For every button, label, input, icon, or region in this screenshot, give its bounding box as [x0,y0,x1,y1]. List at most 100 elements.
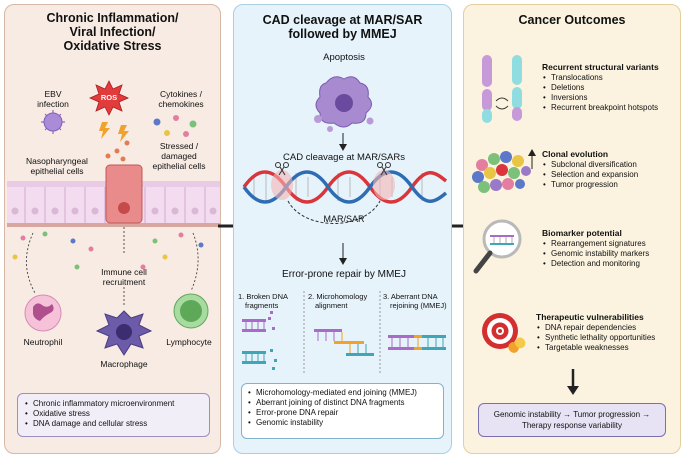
ebv-label: EBV infection [29,89,77,109]
biomarker-section: Biomarker potential Rearrangement signat… [542,228,680,269]
panel-cancer-outcomes: Cancer Outcomes [463,4,681,454]
biomarker-item: Genomic instability markers [542,249,680,259]
panel2-title-line1: CAD cleavage at MAR/SAR [262,13,423,27]
neutrophil-cell [24,294,62,332]
stressed-cells-label: Stressed / damaged epithelial cells [143,141,215,171]
panel2-summary-box: Microhomology-mediated end joining (MMEJ… [241,383,444,439]
sv-title: Recurrent structural variants [542,62,659,72]
immune-label-line2: recruitment [102,277,146,287]
sv-item: Inversions [542,93,680,103]
magnifying-glass-icon [473,219,522,274]
therapy-section: Therapeutic vulnerabilities DNA repair d… [536,312,680,353]
ros-label: ROS [100,93,118,102]
step2-label: 2. Microhomology alignment [308,292,380,310]
panel-inflammation: Chronic Inflammation/ Viral Infection/ O… [4,4,221,454]
step3-label-line1: 3. Aberrant DNA [383,292,438,301]
epithelial-label-line2: epithelial cells [30,166,84,176]
ros-particles [105,140,130,162]
clonal-item: Selection and expansion [542,170,680,180]
step2-label-line2: alignment [315,301,348,310]
step1-label-line2: fragments [245,301,279,310]
marsar-loop [287,200,381,224]
target-icon [482,313,518,349]
scissors-icon [377,162,391,176]
recruitment-arrows [25,227,199,307]
damaged-epithelial-cell [105,164,143,224]
panel1-title-line2: Viral Infection/ [69,25,156,39]
panel1-summary-box: Chronic inflammatory microenvironment Ox… [17,393,210,437]
panel1-bullet: DNA damage and cellular stress [24,419,203,429]
sv-item: Recurrent breakpoint hotspots [542,103,680,113]
panel1-title-line3: Oxidative Stress [63,39,162,53]
panel1-title: Chronic Inflammation/ Viral Infection/ O… [5,11,220,53]
neutrophil-label: Neutrophil [23,337,63,347]
scissors-icon [275,162,289,176]
lightning-icon [99,122,129,142]
summary-line2: Therapy response variability [521,421,623,430]
mmej-repair-title: Error-prone repair by MMEJ [282,269,406,280]
immune-label-line1: Immune cell [101,267,147,277]
ebv-virus-icon [41,110,65,134]
panel1-illustration [7,80,220,356]
step1-label-line1: 1. Broken DNA [238,292,289,301]
chromosome-translocation-icon [482,55,522,123]
step3-label: 3. Aberrant DNA rejoining (MMEJ) [383,292,453,310]
cytokines-label: Cytokines / chemokines [145,89,217,109]
panel2-title: CAD cleavage at MAR/SAR followed by MMEJ [234,13,451,41]
epithelial-label: Nasopharyngeal epithelial cells [9,156,105,176]
step2-label-line1: 2. Microhomology [308,292,368,301]
panel2-bullet: Genomic instability [247,418,438,428]
ebv-label-line1: EBV [44,89,62,99]
panel2-bullet: Error-prone DNA repair [247,408,438,418]
panel2-bullet: Aberrant joining of distinct DNA fragmen… [247,398,438,408]
microhomology-alignment [314,329,374,356]
biomarker-title: Biomarker potential [542,228,622,238]
panel-cad-cleavage: CAD cleavage at MAR/SAR followed by MMEJ [233,4,452,454]
broken-dna-fragments [242,311,277,370]
step3-label-line2: rejoining (MMEJ) [390,301,447,310]
tissue-particles [12,231,204,270]
pill-icon [508,337,526,353]
lymphocyte-cell [173,293,209,329]
therapy-item: Synthetic lethality opportunities [536,333,680,343]
macrophage-label: Macrophage [100,359,148,369]
immune-recruitment-label: Immune cell recruitment [89,267,159,287]
clonal-item: Subclonal diversification [542,160,680,170]
sv-item: Deletions [542,83,680,93]
cytokine-particles [153,115,197,137]
apoptotic-cell-icon [314,76,374,132]
stressed-label-line3: epithelial cells [152,161,206,171]
panel2-bullet: Microhomology-mediated end joining (MMEJ… [247,388,438,398]
panel3-illustration [472,55,579,395]
cytokines-label-line2: chemokines [158,99,204,109]
marsar-label: MAR/SAR [323,214,365,224]
macrophage-cell [95,310,153,356]
dna-double-helix [242,170,448,204]
ebv-label-line2: infection [37,99,69,109]
panel2-title-line2: followed by MMEJ [288,27,397,41]
lymphocyte-label: Lymphocyte [166,337,212,347]
panel3-title: Cancer Outcomes [518,13,626,27]
outcome-summary-box: Genomic instability → Tumor progression … [478,403,666,437]
panel1-title-line1: Chronic Inflammation/ [46,11,179,25]
therapy-title: Therapeutic vulnerabilities [536,312,644,322]
stressed-label-line2: damaged [161,151,197,161]
therapy-item: Targetable weaknesses [536,343,680,353]
ros-starburst-icon [89,80,129,116]
clonal-item: Tumor progression [542,180,680,190]
step1-label: 1. Broken DNA fragments [238,292,304,310]
apoptosis-label: Apoptosis [323,52,365,63]
epithelial-label-line1: Nasopharyngeal [26,156,88,166]
biomarker-item: Rearrangement signatures [542,239,680,249]
therapy-item: DNA repair dependencies [536,323,680,333]
biomarker-item: Detection and monitoring [542,259,680,269]
sv-section: Recurrent structural variants Translocat… [542,62,680,113]
rejoined-dna [388,335,446,350]
clonal-title: Clonal evolution [542,149,609,159]
cytokines-label-line1: Cytokines / [159,89,203,99]
clonal-section: Clonal evolution Subclonal diversificati… [542,149,680,190]
clonal-cell-cluster-icon [472,149,536,193]
sv-item: Translocations [542,73,680,83]
summary-line1: Genomic instability → Tumor progression … [493,410,651,419]
panel2-illustration [242,76,448,375]
